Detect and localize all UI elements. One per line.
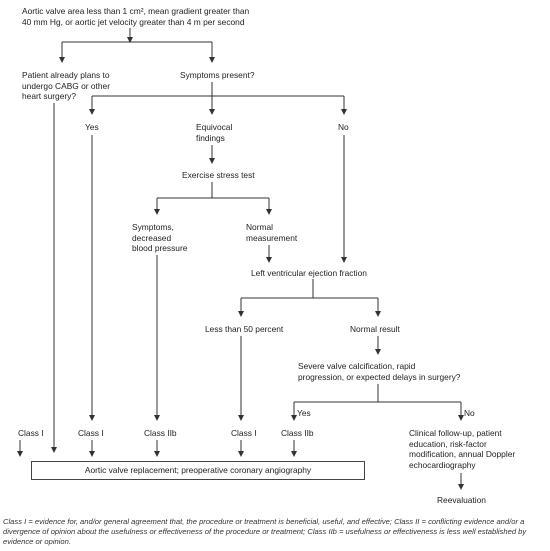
follow-up-line-3: modification, annual Doppler <box>409 449 516 460</box>
caption-note: Class I = evidence for, and/or general a… <box>3 517 527 547</box>
severe-calcification-question: Severe valve calcification, rapid progre… <box>298 361 460 382</box>
class-iib-label-1: Class IIb <box>144 428 177 438</box>
yes-branch-label-2: Yes <box>297 408 311 418</box>
reevaluation: Reevaluation <box>437 495 486 505</box>
class-i-label-3: Class I <box>231 428 257 438</box>
normal-measurement-line-2: measurement <box>246 232 298 243</box>
cabg-line-2: undergo CABG or other <box>22 80 110 91</box>
cabg-line-3: heart surgery? <box>22 91 76 102</box>
cabg-line-1: Patient already plans to <box>22 70 110 80</box>
severe-line-1: Severe valve calcification, rapid <box>298 361 416 371</box>
exercise-stress-test: Exercise stress test <box>182 170 255 180</box>
normal-measurement: Normal measurement <box>246 222 297 243</box>
yes-branch-label: Yes <box>85 122 99 132</box>
severe-line-2: progression, or expected delays in surge… <box>298 371 461 382</box>
equivocal-line-2: findings <box>196 132 225 143</box>
lvef-node: Left ventricular ejection fraction <box>251 268 367 278</box>
class-iib-label-2: Class IIb <box>281 428 314 438</box>
equivocal-line-1: Equivocal <box>196 122 233 132</box>
symptoms-question: Symptoms present? <box>180 70 255 80</box>
avr-box: Aortic valve replacement; preoperative c… <box>31 461 365 480</box>
equivocal-findings: Equivocal findings <box>196 122 232 143</box>
cabg-question: Patient already plans to undergo CABG or… <box>22 70 110 102</box>
clinical-follow-up: Clinical follow-up, patient education, r… <box>409 428 515 470</box>
follow-up-line-4: echocardiography <box>409 459 476 470</box>
start-criteria: Aortic valve area less than 1 cm², mean … <box>22 6 249 27</box>
normal-result: Normal result <box>350 324 400 334</box>
start-line-1: Aortic valve area less than 1 cm², mean … <box>22 6 250 16</box>
class-i-label-2: Class I <box>78 428 104 438</box>
start-line-2: 40 mm Hg, or aortic jet velocity greater… <box>22 16 245 27</box>
no-branch-label-2: No <box>464 408 475 418</box>
less-than-50-percent: Less than 50 percent <box>205 324 284 334</box>
symptoms-bp-line-1: Symptoms, <box>132 222 174 232</box>
symptoms-decreased-bp: Symptoms, decreased blood pressure <box>132 222 187 254</box>
class-i-label-1: Class I <box>18 428 44 438</box>
follow-up-line-1: Clinical follow-up, patient <box>409 428 502 438</box>
symptoms-bp-line-2: decreased <box>132 232 172 243</box>
avr-label: Aortic valve replacement; preoperative c… <box>84 465 312 475</box>
no-branch-label: No <box>338 122 349 132</box>
symptoms-bp-line-3: blood pressure <box>132 243 188 254</box>
follow-up-line-2: education, risk-factor <box>409 438 487 449</box>
normal-measurement-line-1: Normal <box>246 222 273 232</box>
